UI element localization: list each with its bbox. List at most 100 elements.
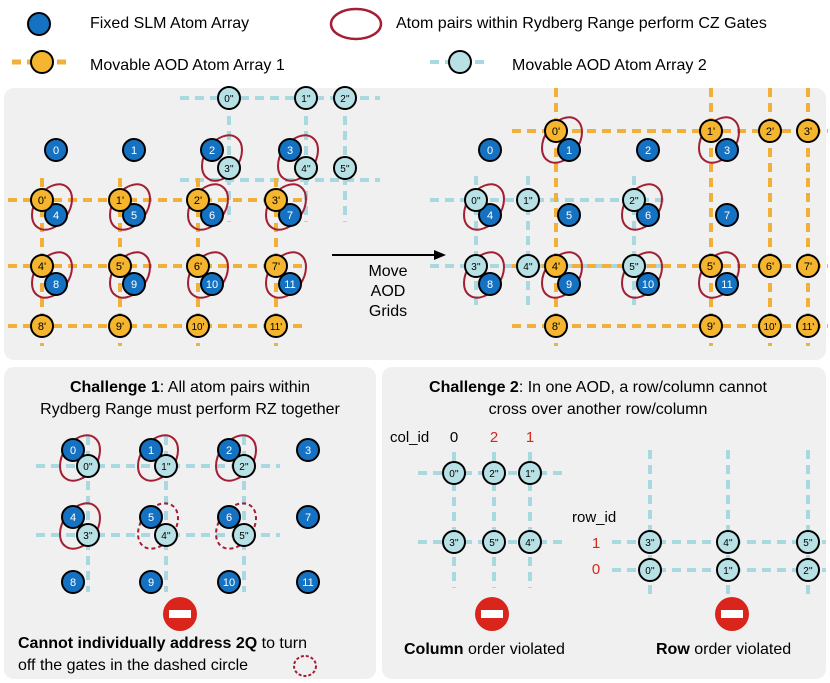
aod2-atom: 2'' bbox=[232, 454, 256, 478]
atom-label: 2'' bbox=[629, 196, 638, 207]
atom-label: 4 bbox=[70, 512, 76, 524]
slm-atom: 1 bbox=[557, 138, 581, 162]
aod2-atom: 0'' bbox=[76, 454, 100, 478]
move-arrow-head bbox=[434, 250, 446, 260]
aod1-atom: 8' bbox=[544, 314, 568, 338]
slm-atom: 2 bbox=[200, 138, 224, 162]
legend-aod1-label: Movable AOD Atom Array 1 bbox=[90, 57, 285, 74]
atom-label: 3'' bbox=[645, 538, 654, 549]
atom-label: 6' bbox=[766, 261, 774, 273]
slm-atom: 8 bbox=[61, 570, 85, 594]
atom-label: 4'' bbox=[723, 538, 732, 549]
aod1-atom: 11' bbox=[796, 314, 820, 338]
aod1-atom: 5' bbox=[108, 254, 132, 278]
slm-atom: 10 bbox=[200, 272, 224, 296]
atom-label: 7 bbox=[724, 210, 730, 222]
atom-label: 8 bbox=[70, 577, 76, 589]
aod1-atom: 4' bbox=[30, 254, 54, 278]
col-label-0: 0 bbox=[450, 429, 458, 446]
slm-atom: 9 bbox=[122, 272, 146, 296]
atom-label: 9' bbox=[116, 321, 124, 333]
aod2-atom: 2'' bbox=[622, 188, 646, 212]
aod2-atom: 2'' bbox=[796, 558, 820, 582]
atom-label: 10 bbox=[642, 279, 654, 291]
atom-label: 2' bbox=[194, 195, 202, 207]
atom-label: 3' bbox=[272, 195, 280, 207]
no-entry-icon bbox=[475, 597, 509, 631]
atom-label: 4' bbox=[38, 261, 46, 273]
col-label-1: 1 bbox=[526, 429, 534, 446]
slm-atom: 11 bbox=[296, 570, 320, 594]
aod1-atom: 7' bbox=[796, 254, 820, 278]
aod1-atom: 4' bbox=[544, 254, 568, 278]
slm-atom: 2 bbox=[217, 438, 241, 462]
aod1-atom: 5' bbox=[699, 254, 723, 278]
aod1-atom: 7' bbox=[264, 254, 288, 278]
aod2-atom: 3'' bbox=[464, 254, 488, 278]
atom-label: 1 bbox=[131, 145, 137, 157]
atom-label: 10 bbox=[223, 577, 235, 589]
aod1-atom: 3' bbox=[796, 119, 820, 143]
atom-label: 2'' bbox=[340, 94, 349, 105]
aod1-atom: 11' bbox=[264, 314, 288, 338]
atom-label: 1'' bbox=[525, 469, 534, 480]
slm-atom: 5 bbox=[122, 203, 146, 227]
aod1-atom: 10' bbox=[186, 314, 210, 338]
atom-label: 0 bbox=[53, 145, 59, 157]
aod1-atom: 10' bbox=[758, 314, 782, 338]
challenge1-footer-bold: Cannot individually address 2Q bbox=[18, 635, 257, 652]
atom-label: 7 bbox=[305, 512, 311, 524]
atom-label: 5'' bbox=[340, 164, 349, 175]
atom-label: 1 bbox=[566, 145, 572, 157]
atom-label: 2' bbox=[766, 126, 774, 138]
slm-atom: 9 bbox=[139, 570, 163, 594]
challenge1-title-line2: Rydberg Range must perform RZ together bbox=[40, 401, 340, 418]
challenge1-footer: Cannot individually address 2Q to turn bbox=[18, 635, 307, 652]
atom-label: 0'' bbox=[645, 566, 654, 577]
atom-label: 2'' bbox=[239, 462, 248, 473]
slm-atom: 8 bbox=[478, 272, 502, 296]
aod1-atom bbox=[30, 50, 54, 74]
atom-label: 3'' bbox=[83, 531, 92, 542]
challenge1-footer-rest: to turn bbox=[257, 635, 307, 652]
slm-atom: 4 bbox=[44, 203, 68, 227]
col-id-label: col_id bbox=[390, 429, 429, 446]
slm-atom: 9 bbox=[557, 272, 581, 296]
aod1-atom: 1' bbox=[108, 188, 132, 212]
slm-atom: 1 bbox=[122, 138, 146, 162]
challenge2-title-line2: cross over another row/column bbox=[489, 401, 708, 418]
atom-label: 2'' bbox=[803, 566, 812, 577]
atom-label: 3'' bbox=[224, 164, 233, 175]
atom-label: 1'' bbox=[723, 566, 732, 577]
aod2-atom: 5'' bbox=[622, 254, 646, 278]
aod2-atom: 4'' bbox=[294, 156, 318, 180]
aod1-atom: 6' bbox=[758, 254, 782, 278]
slm-atom: 0 bbox=[478, 138, 502, 162]
atom-label: 2 bbox=[209, 145, 215, 157]
aod1-atom: 0' bbox=[544, 119, 568, 143]
atom-label: 11 bbox=[721, 279, 732, 291]
atom-label: 8 bbox=[53, 279, 59, 291]
row-id-label: row_id bbox=[572, 509, 616, 526]
atom-label: 0' bbox=[38, 195, 46, 207]
atom-label: 5 bbox=[148, 512, 154, 524]
aod2-atom: 1'' bbox=[518, 461, 542, 485]
atom-label: 1 bbox=[148, 445, 154, 457]
atom-label: 11' bbox=[802, 322, 814, 333]
aod2-atom: 4'' bbox=[154, 523, 178, 547]
atom-label: 0'' bbox=[83, 462, 92, 473]
atom-label: 9 bbox=[131, 279, 137, 291]
atom-label: 9 bbox=[566, 279, 572, 291]
slm-atom bbox=[27, 12, 51, 36]
legend-aod2-label: Movable AOD Atom Array 2 bbox=[512, 57, 707, 74]
aod2-atom: 3'' bbox=[638, 530, 662, 554]
atom-label: 0'' bbox=[224, 94, 233, 105]
no-entry-icon bbox=[163, 597, 197, 631]
atom-label: 5 bbox=[131, 210, 137, 222]
aod2-atom: 0'' bbox=[442, 461, 466, 485]
challenge2-title-rest: : In one AOD, a row/column cannot bbox=[519, 379, 768, 396]
aod2-atom: 2'' bbox=[333, 86, 357, 110]
row-label-0: 0 bbox=[592, 561, 600, 578]
aod1-atom: 2' bbox=[758, 119, 782, 143]
slm-atom: 5 bbox=[139, 505, 163, 529]
